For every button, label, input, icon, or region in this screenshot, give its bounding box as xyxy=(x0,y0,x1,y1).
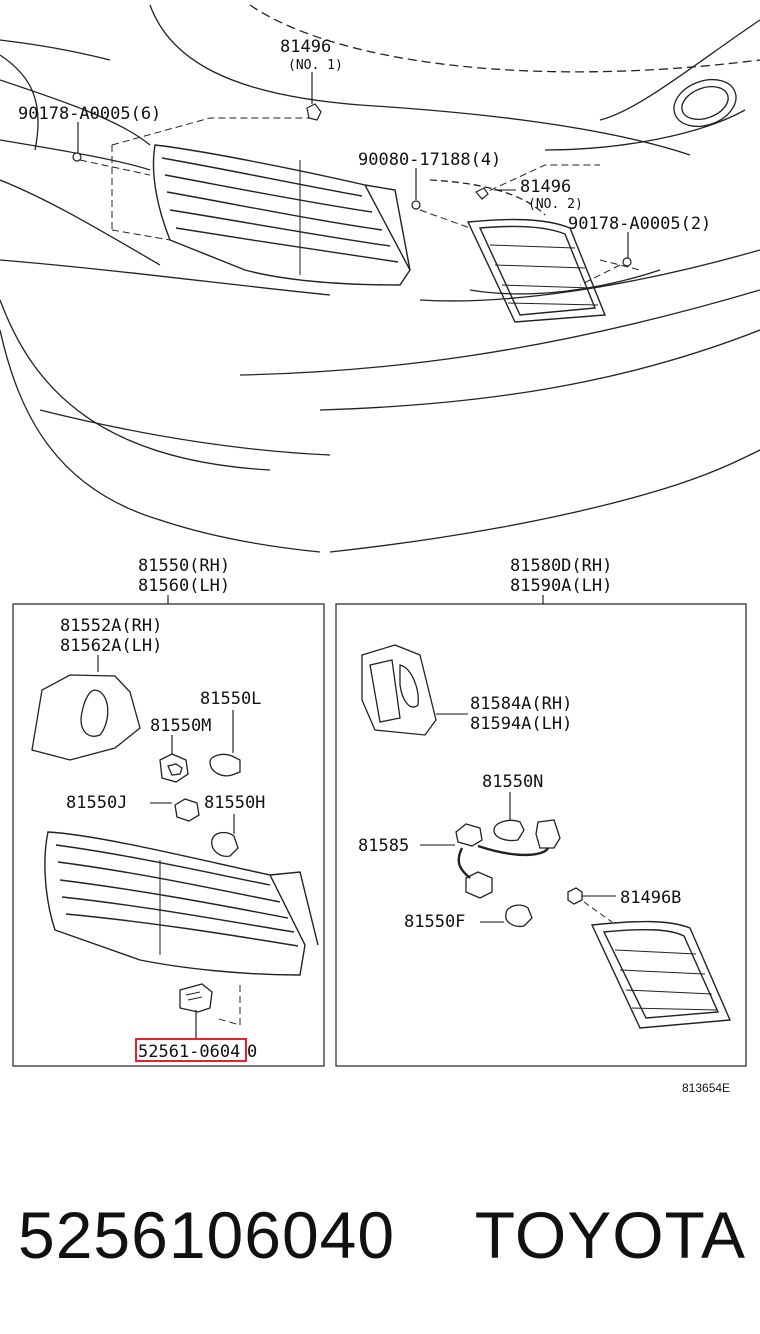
callout-81560-lh: 81560(LH) xyxy=(138,576,230,596)
callout-52561-tail: 0 xyxy=(247,1042,257,1062)
mounting-dashed-lines xyxy=(79,108,641,286)
callout-81550l: 81550L xyxy=(200,689,261,709)
callout-90178-a0005-6: 90178-A0005(6) xyxy=(18,104,161,124)
callout-81496-no1: 81496 xyxy=(280,37,331,57)
callout-81580d-rh: 81580D(RH) xyxy=(510,556,612,576)
upper-fasteners xyxy=(72,103,632,267)
callout-52561-0604: 52561-0604 xyxy=(138,1042,240,1062)
callout-81550n: 81550N xyxy=(482,772,543,792)
parts-diagram: 81496 (NO. 1) 90178-A0005(6) 90080-17188… xyxy=(0,4,760,1095)
bulb-81550h xyxy=(211,814,239,857)
socket-81550m xyxy=(159,735,189,783)
left-group-box xyxy=(12,603,325,1067)
car-body-outline xyxy=(0,4,760,553)
highlighted-part-callout: 52561-0604 0 xyxy=(135,1038,257,1062)
figure-reference: 813654E xyxy=(682,1081,730,1095)
footer-bar: 5256106040 TOYOTA xyxy=(0,1190,760,1280)
callout-81584a-rh: 81584A(RH) xyxy=(470,694,572,714)
footer-part-number: 5256106040 xyxy=(18,1198,396,1272)
left-group-callouts: 81552A(RH) 81562A(LH) 81550L 81550M 8155… xyxy=(60,616,265,813)
footer-brand: TOYOTA xyxy=(474,1198,746,1272)
callout-81585: 81585 xyxy=(358,836,409,856)
screw-81496b xyxy=(567,887,616,923)
callout-81550h: 81550H xyxy=(204,793,265,813)
callout-81550m: 81550M xyxy=(150,716,211,736)
wire-harness-81585 xyxy=(420,819,561,899)
bulb-81550f xyxy=(480,904,533,928)
highlight-box xyxy=(135,1038,247,1062)
right-group-box xyxy=(335,603,747,1067)
callout-81594a-lh: 81594A(LH) xyxy=(470,714,572,734)
callout-81496-no1-sub: (NO. 1) xyxy=(288,58,343,73)
callout-81552a-rh: 81552A(RH) xyxy=(60,616,162,636)
callout-81496b: 81496B xyxy=(620,888,681,908)
callout-81550f: 81550F xyxy=(404,912,465,932)
left-group-header: 81550(RH) 81560(LH) xyxy=(138,556,230,604)
upper-rear-combination-lamp xyxy=(152,144,411,286)
callout-81550-rh: 81550(RH) xyxy=(138,556,230,576)
bulb-81550l xyxy=(209,710,241,777)
upper-callouts: 81496 (NO. 1) 90178-A0005(6) 90080-17188… xyxy=(18,37,711,234)
upper-leader-lines xyxy=(77,72,629,258)
cover-81584a xyxy=(361,644,468,736)
callout-81562a-lh: 81562A(LH) xyxy=(60,636,162,656)
callout-90178-a0005-2: 90178-A0005(2) xyxy=(568,214,711,234)
callout-81496-no2: 81496 xyxy=(520,177,571,197)
bulb-81550n xyxy=(493,792,525,842)
right-inner-lamp xyxy=(590,920,732,1029)
right-group-header: 81580D(RH) 81590A(LH) xyxy=(510,556,612,604)
callout-81496-no2-sub: (NO. 2) xyxy=(528,197,583,212)
right-group-callouts: 81584A(RH) 81594A(LH) 81550N 81585 81496… xyxy=(358,694,681,932)
left-rear-combination-lamp xyxy=(44,831,319,976)
callout-81590a-lh: 81590A(LH) xyxy=(510,576,612,596)
upper-inner-lamp xyxy=(466,218,607,323)
callout-90080-17188: 90080-17188(4) xyxy=(358,150,501,170)
callout-81550j: 81550J xyxy=(66,793,127,813)
connector-52561 xyxy=(179,983,241,1040)
socket-81550j xyxy=(150,798,200,822)
gasket-81552a xyxy=(31,655,141,761)
